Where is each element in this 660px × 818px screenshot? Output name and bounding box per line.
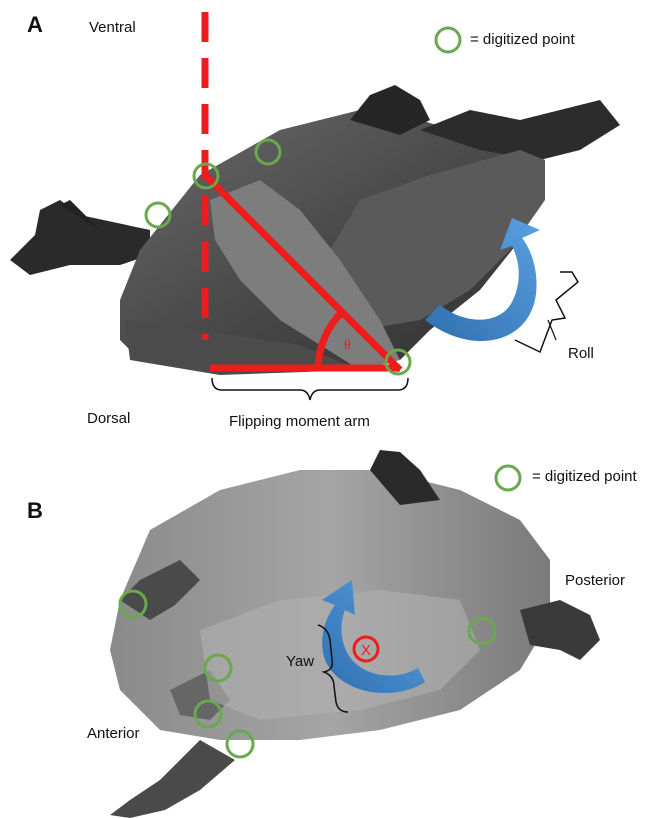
legend-label-b: = digitized point bbox=[532, 468, 637, 485]
theta-label: θ bbox=[344, 338, 351, 353]
posterior-label: Posterior bbox=[565, 572, 625, 589]
moment-arm-label: Flipping moment arm bbox=[229, 413, 370, 430]
center-mark-label: X bbox=[361, 642, 371, 659]
panel-b-letter: B bbox=[27, 498, 43, 524]
moment-arm-brace bbox=[212, 378, 408, 400]
panel-a-letter: A bbox=[27, 12, 43, 38]
legend-circle-b bbox=[496, 466, 520, 490]
legend-label-a: = digitized point bbox=[470, 31, 575, 48]
anterior-label: Anterior bbox=[87, 725, 140, 742]
yaw-label: Yaw bbox=[286, 653, 314, 670]
legend-circle-a bbox=[436, 28, 460, 52]
digitized-point bbox=[146, 203, 170, 227]
dorsal-label: Dorsal bbox=[87, 410, 130, 427]
ventral-label: Ventral bbox=[89, 19, 136, 36]
roll-label: Roll bbox=[568, 345, 594, 362]
panel-b-turtle-silhouette bbox=[110, 450, 600, 818]
